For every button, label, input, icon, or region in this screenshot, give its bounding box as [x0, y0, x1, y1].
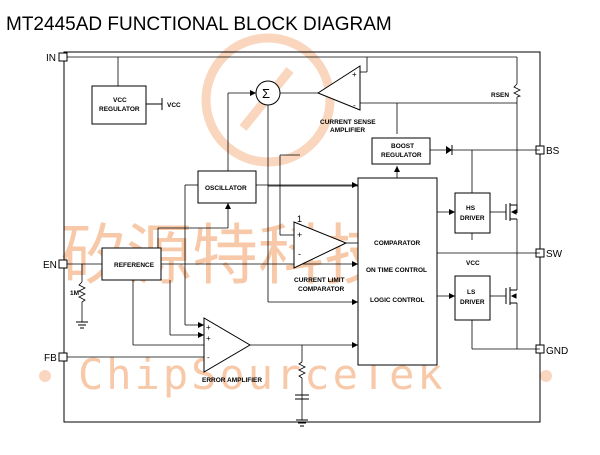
- svg-text:VCC: VCC: [113, 97, 127, 104]
- svg-text:ON TIME CONTROL: ON TIME CONTROL: [366, 267, 427, 274]
- resistor-1m: 1M: [70, 281, 88, 329]
- svg-text:AMPLIFIER: AMPLIFIER: [330, 127, 365, 134]
- svg-text:-: -: [353, 101, 356, 110]
- svg-text:Σ: Σ: [262, 86, 270, 101]
- driver-vcc-label: VCC: [466, 260, 480, 267]
- hs-driver: HS DRIVER: [454, 192, 491, 234]
- watermark-dot-right: [540, 370, 552, 382]
- wires: [67, 56, 540, 420]
- svg-text:BS: BS: [546, 146, 560, 157]
- rsen-resistor: RSEN: [491, 83, 522, 99]
- svg-text:-: -: [298, 249, 301, 259]
- svg-text:REFERENCE: REFERENCE: [114, 262, 155, 269]
- svg-text:ERROR AMPLIFIER: ERROR AMPLIFIER: [202, 377, 262, 384]
- watermark: 矽源特科技 ChipSourceTek: [39, 33, 552, 399]
- boost-regulator: BOOST REGULATOR: [371, 137, 453, 165]
- vcc-output-label: VCC: [167, 102, 181, 109]
- svg-text:1M: 1M: [70, 290, 79, 297]
- svg-text:RSEN: RSEN: [491, 92, 509, 99]
- current-sense-amplifier: + - CURRENT SENSE AMPLIFIER: [316, 65, 376, 134]
- svg-text:BOOST: BOOST: [391, 143, 414, 150]
- svg-text:GND: GND: [546, 346, 568, 357]
- ls-mosfet-icon: [505, 287, 517, 305]
- svg-text:LOGIC CONTROL: LOGIC CONTROL: [370, 297, 425, 304]
- svg-text:IN: IN: [46, 53, 56, 64]
- svg-text:DRIVER: DRIVER: [460, 299, 485, 306]
- svg-text:COMPARATOR: COMPARATOR: [298, 286, 345, 293]
- current-limit-comparator: + - 1 CURRENT LIMIT COMPARATOR: [293, 214, 348, 293]
- boost-diode-icon: [446, 146, 452, 154]
- logic-control-block: COMPARATOR ON TIME CONTROL LOGIC CONTROL: [357, 177, 438, 366]
- error-amplifier: + + - ERROR AMPLIFIER: [202, 317, 262, 384]
- svg-text:+: +: [206, 323, 211, 332]
- summing-node: Σ: [255, 80, 281, 106]
- svg-text:OSCILLATOR: OSCILLATOR: [205, 185, 247, 192]
- hs-mosfet-icon: [505, 203, 518, 221]
- ls-driver: VCC LS DRIVER: [454, 260, 491, 321]
- svg-text:-: -: [207, 353, 210, 362]
- svg-text:CURRENT SENSE: CURRENT SENSE: [320, 119, 376, 126]
- svg-text:SW: SW: [546, 249, 563, 260]
- reference-block: REFERENCE: [101, 247, 162, 281]
- svg-text:REGULATOR: REGULATOR: [381, 152, 422, 159]
- svg-text:+: +: [206, 334, 211, 343]
- pin-gnd: GND: [535, 344, 568, 357]
- diagram-title: MT2445AD FUNCTIONAL BLOCK DIAGRAM: [6, 14, 392, 35]
- oscillator: OSCILLATOR: [197, 170, 257, 204]
- arrowheads: [198, 90, 455, 348]
- compensation-network: [295, 361, 309, 427]
- svg-text:REGULATOR: REGULATOR: [99, 106, 140, 113]
- svg-text:+: +: [297, 230, 302, 240]
- svg-text:EN: EN: [43, 260, 57, 271]
- chip-boundary: [63, 51, 541, 423]
- svg-text:+: +: [352, 70, 357, 79]
- watermark-dot-left: [39, 370, 51, 382]
- svg-text:LS: LS: [467, 289, 476, 296]
- svg-text:FB: FB: [44, 353, 57, 364]
- svg-text:HS: HS: [466, 205, 476, 212]
- current-limit-ref-label: 1: [297, 214, 302, 224]
- vcc-regulator: VCC REGULATOR VCC: [91, 85, 181, 125]
- svg-text:CURRENT LIMIT: CURRENT LIMIT: [294, 277, 345, 284]
- svg-text:DRIVER: DRIVER: [460, 215, 485, 222]
- svg-text:COMPARATOR: COMPARATOR: [374, 240, 421, 247]
